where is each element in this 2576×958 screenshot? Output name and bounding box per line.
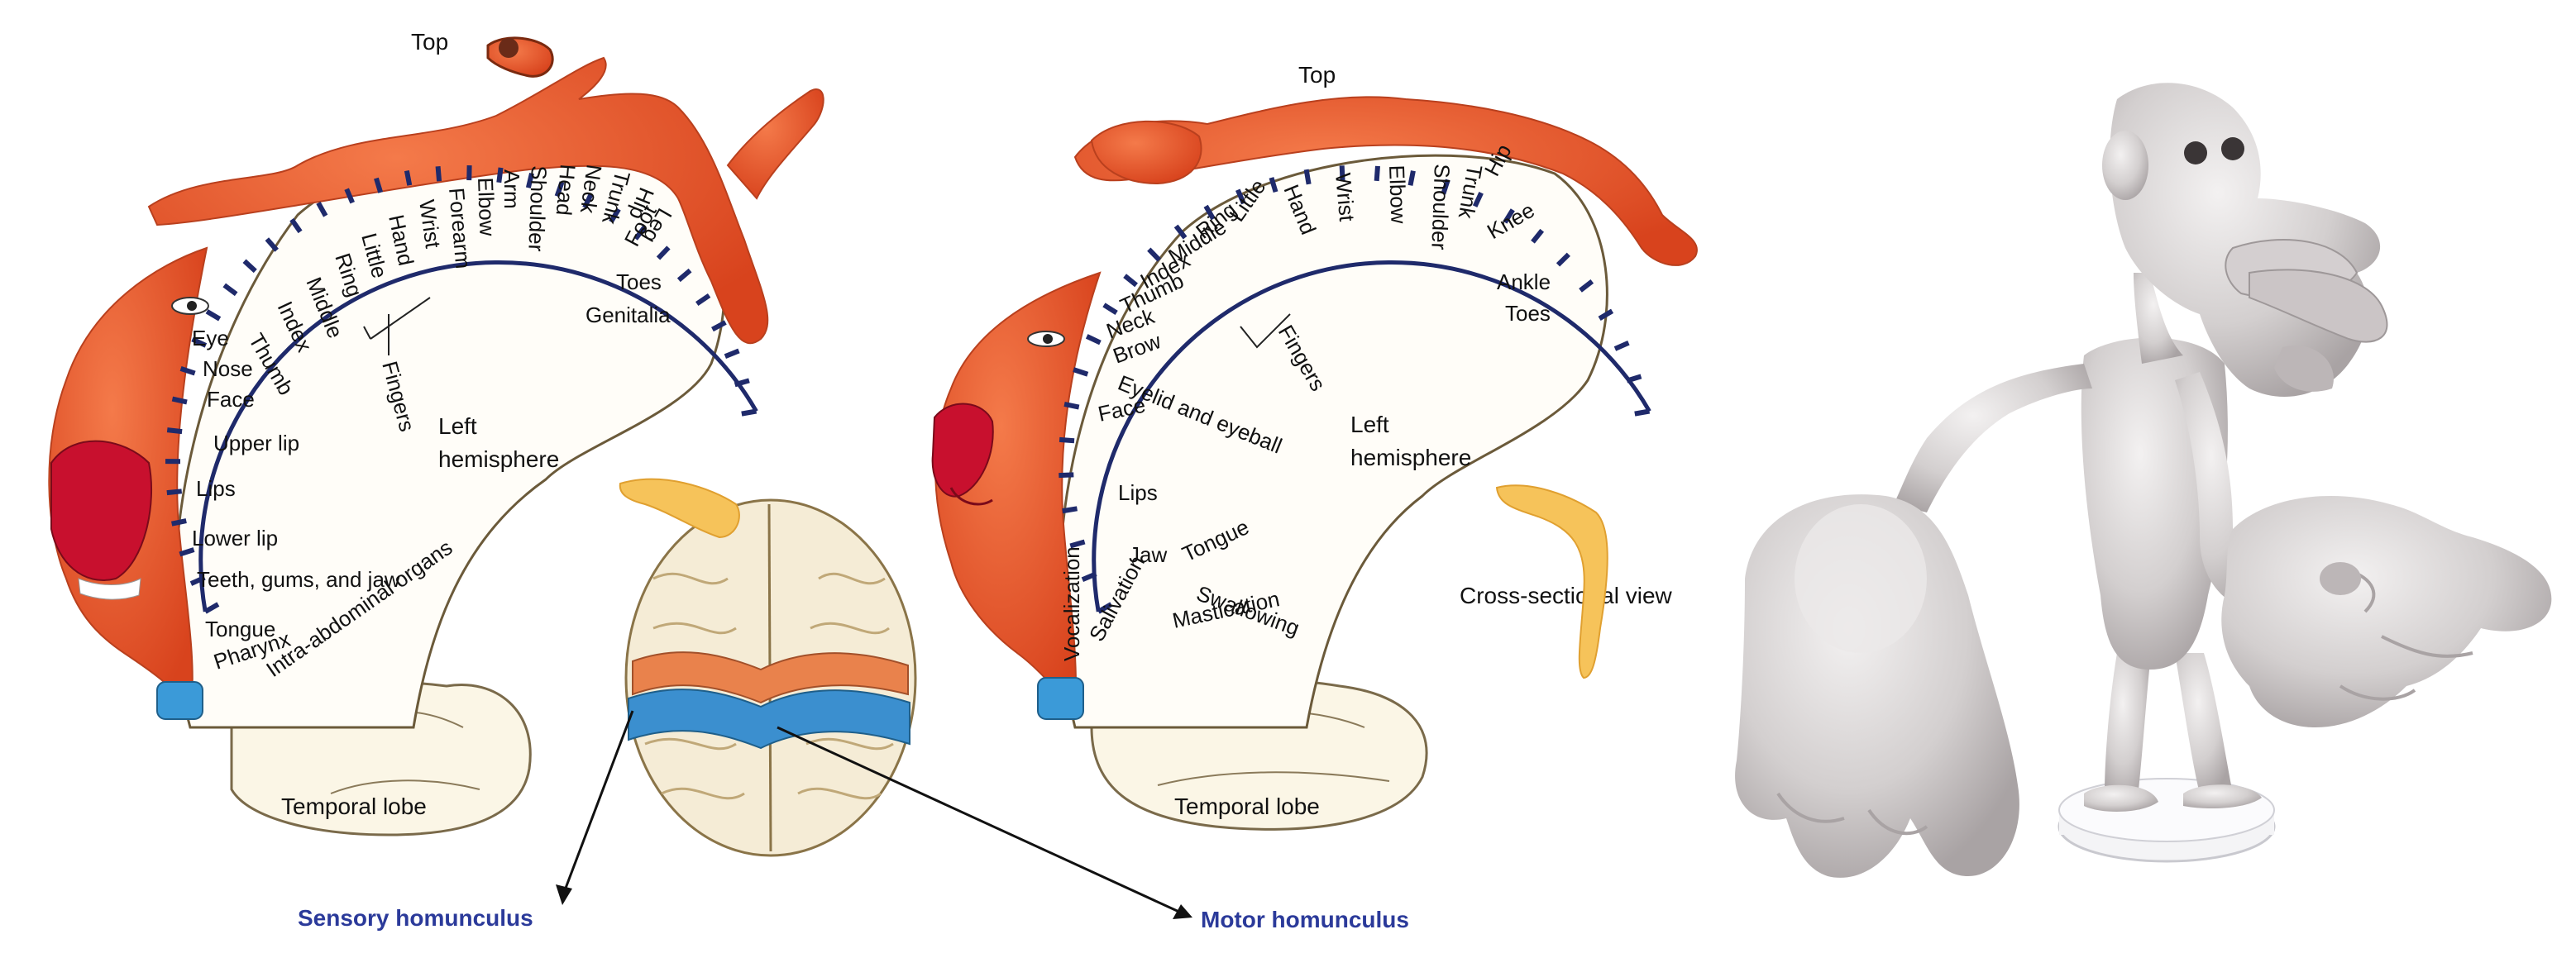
sensory-caption: Sensory homunculus [298,905,533,931]
motor-tick [1307,169,1309,184]
motor-top-label: Top [1298,62,1336,88]
sensory-area-nose: Nose [203,356,253,381]
motor-hemisphere-line2: hemisphere [1350,445,1471,470]
motor-tick [1104,305,1116,313]
motor-area-ankle: Ankle [1497,269,1551,294]
motor-tick [1063,508,1078,511]
sensory-area-face: Face [207,387,255,412]
motor-tick [1059,474,1073,475]
sensory-area-lower-lip: Lower lip [192,526,278,550]
sensory-area-toes: Toes [616,269,662,294]
sensory-sulcus-shape [620,479,739,537]
sensory-tick [224,285,236,294]
sensory-area-eye: Eye [192,326,229,350]
sensory-tick [742,411,757,413]
sensory-hand [488,38,552,76]
sensory-area-shoulder: Shoulder [523,165,552,252]
motor-temporal-label: Temporal lobe [1174,794,1320,819]
sensory-temporal-label: Temporal lobe [281,794,427,819]
motor-tick [1410,171,1412,186]
motor-sulcus-shape [1497,485,1608,678]
motor-area-shoulder: Shoulder [1427,164,1455,250]
sensory-area-arm: Arm [499,169,524,209]
motor-area-elbow: Elbow [1384,164,1411,224]
motor-area-toes: Toes [1505,301,1551,326]
motor-caption: Motor homunculus [1201,907,1409,932]
motor-area-vocalization: Vocalization [1059,546,1084,661]
sensory-hemisphere-line2: hemisphere [438,446,559,472]
motor-area-jaw: Jaw [1129,542,1167,567]
sensory-top-label: Top [411,29,448,55]
motor-tick [1615,343,1628,349]
motor-brain-section [1059,155,1607,727]
motor-hemisphere-line1: Left [1350,412,1389,437]
motor-area-wrist: Wrist [1331,172,1360,223]
sensory-tick [438,166,440,181]
sensory-tick [725,350,739,356]
sensory-tick [407,171,409,186]
sensory-tick [167,430,182,431]
motor-tick [1059,440,1074,441]
motor-tick [1635,411,1650,413]
motor-tick [1087,336,1100,343]
sensory-tick [172,399,187,403]
sensory-tick [245,261,256,271]
sensory-pharynx-patch [157,682,203,719]
motor-tick [1073,369,1087,374]
sensory-tick [167,491,182,493]
motor-tongue-patch [1038,678,1083,719]
motor-tick [1125,276,1136,285]
sensory-tick [207,312,219,319]
sensory-area-elbow: Elbow [473,177,499,236]
sensory-leg [728,89,824,198]
motor-cross-section-label: Cross-sectional view [1460,583,1673,608]
sensory-area-upper-lip: Upper lip [213,431,299,455]
homunculus-sculpture-icon [1735,83,2551,878]
sensory-area-lips: Lips [196,476,236,501]
motor-tick [1064,404,1079,408]
motor-tick [1149,250,1159,260]
sensory-area-genitalia: Genitalia [585,303,671,327]
sensory-hemisphere-line1: Left [438,413,477,439]
motor-tick [1377,166,1378,181]
sensory-tick [172,521,187,524]
motor-area-lips: Lips [1118,480,1158,505]
